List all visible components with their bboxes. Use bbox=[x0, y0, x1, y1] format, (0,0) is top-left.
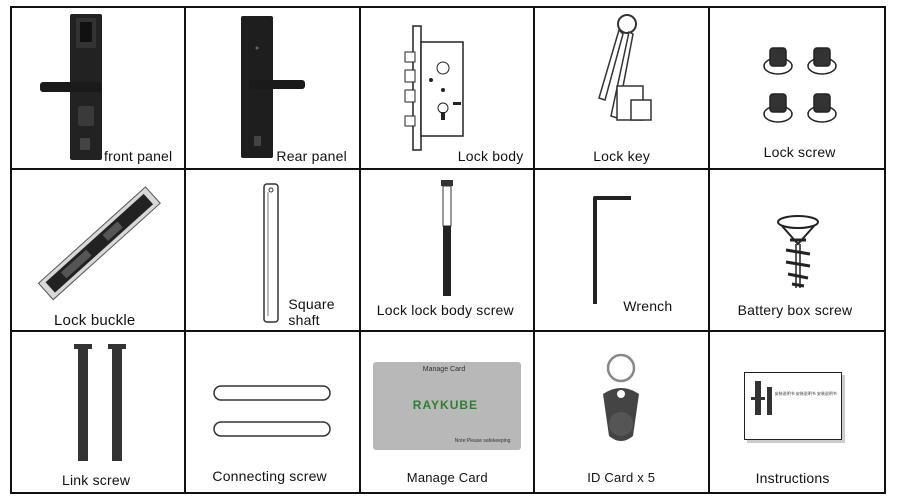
instructions-icon: 安装说明书 安装说明书 安装说明书 bbox=[744, 372, 842, 440]
rear-panel-icon bbox=[186, 8, 360, 168]
item-lock-key: Lock key bbox=[535, 8, 709, 170]
item-lock-buckle: Lock buckle bbox=[12, 170, 186, 332]
manage-card-icon: Manage Card RAYKUBE Note:Please safekeep… bbox=[373, 362, 521, 450]
item-manage-card: Manage Card RAYKUBE Note:Please safekeep… bbox=[361, 332, 535, 494]
card-title: Manage Card bbox=[423, 366, 465, 373]
lock-buckle-icon bbox=[12, 170, 186, 330]
item-label: Lock lock body screw bbox=[377, 302, 514, 318]
lock-body-icon bbox=[361, 8, 535, 168]
link-screw-icon bbox=[12, 332, 186, 492]
item-square-shaft: Square shaft bbox=[186, 170, 360, 332]
item-rear-panel: Rear panel bbox=[186, 8, 360, 170]
item-label: Lock screw bbox=[764, 144, 836, 160]
item-lock-screw: Lock screw bbox=[710, 8, 884, 170]
item-label: front panel bbox=[104, 148, 172, 164]
item-connecting-screw: Connecting screw bbox=[186, 332, 360, 494]
front-panel-icon bbox=[12, 8, 186, 168]
item-label: Lock key bbox=[593, 148, 650, 164]
accessories-grid: front panel Rear panel Lock body bbox=[10, 6, 886, 494]
card-brand: RAYKUBE bbox=[413, 398, 478, 412]
item-label: Lock buckle bbox=[54, 312, 135, 329]
item-lock-body: Lock body bbox=[361, 8, 535, 170]
item-label: Instructions bbox=[756, 470, 830, 486]
lock-key-icon bbox=[535, 8, 709, 168]
item-label: ID Card x 5 bbox=[587, 470, 655, 485]
item-id-card: ID Card x 5 bbox=[535, 332, 709, 494]
item-label-line2: shaft bbox=[288, 312, 319, 328]
item-link-screw: Link screw bbox=[12, 332, 186, 494]
item-label: Battery box screw bbox=[738, 302, 853, 318]
id-card-fob-icon bbox=[535, 332, 709, 492]
item-label: Lock body bbox=[458, 148, 524, 164]
item-lock-body-screw: Lock lock body screw bbox=[361, 170, 535, 332]
item-label-line1: Square bbox=[288, 296, 334, 312]
doc-heading: 安装说明书 安装说明书 安装说明书 bbox=[775, 391, 837, 397]
item-wrench: Wrench bbox=[535, 170, 709, 332]
item-battery-box-screw: Battery box screw bbox=[710, 170, 884, 332]
item-label: Rear panel bbox=[276, 148, 347, 164]
item-instructions: 安装说明书 安装说明书 安装说明书 Instructions bbox=[710, 332, 884, 494]
item-label: Manage Card bbox=[407, 470, 488, 485]
item-label: Wrench bbox=[623, 298, 672, 314]
item-label: Link screw bbox=[62, 472, 130, 488]
card-note: Note:Please safekeeping bbox=[455, 438, 511, 444]
item-front-panel: front panel bbox=[12, 8, 186, 170]
item-label: Connecting screw bbox=[212, 468, 326, 484]
